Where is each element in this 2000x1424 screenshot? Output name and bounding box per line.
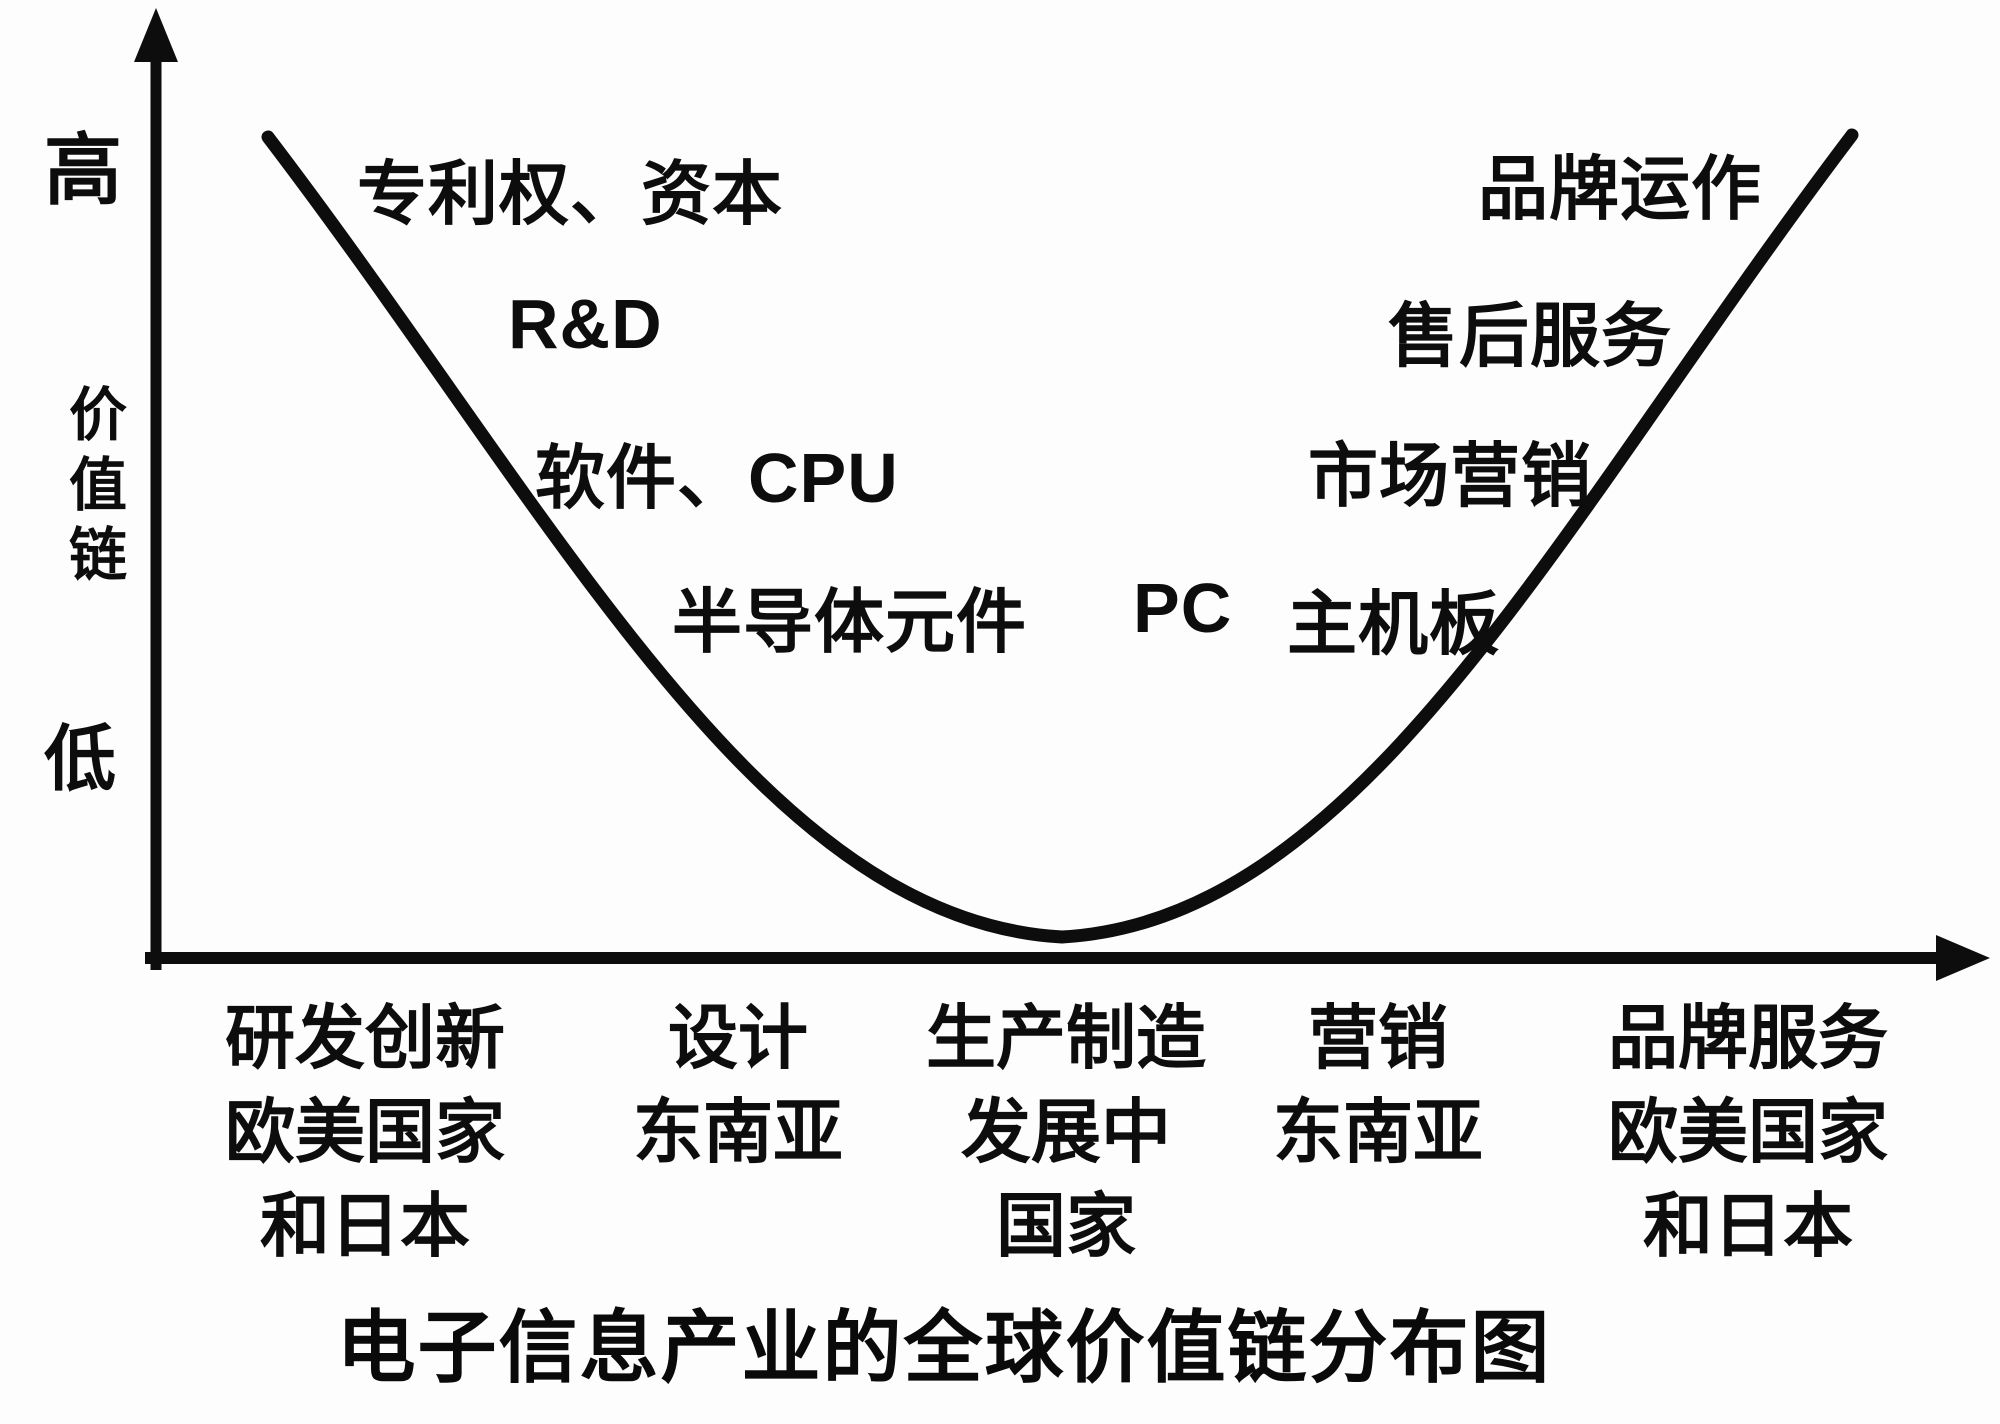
x-category-manufacturing-line-1: 生产制造 [926, 999, 1206, 1077]
x-category-brand-service-line-3: 和日本 [1643, 1187, 1853, 1265]
x-category-design-line-1: 设计 [668, 999, 808, 1077]
y-axis-low-label: 低 [44, 720, 117, 800]
y-axis-title: 价值链 [60, 384, 125, 594]
x-category-sales-line-1: 营销 [1308, 999, 1448, 1077]
x-axis-arrowhead [1936, 935, 1990, 981]
curve-annotation-after-sales-service: 售后服务 [1388, 297, 1672, 375]
curve-annotation-motherboard: 主机板 [1287, 585, 1500, 663]
x-category-manufacturing-line-3: 国家 [996, 1187, 1136, 1265]
x-category-rd-innovation-line-2: 欧美国家 [225, 1093, 505, 1171]
curve-annotation-marketing: 市场营销 [1308, 437, 1592, 515]
x-category-rd-innovation-line-1: 研发创新 [225, 999, 505, 1077]
x-category-rd-innovation-line-3: 和日本 [260, 1187, 470, 1265]
y-axis-arrowhead [134, 8, 178, 62]
smile-curve [261, 128, 1859, 944]
x-category-design-line-2: 东南亚 [633, 1093, 843, 1171]
curve-annotation-semiconductor-components: 半导体元件 [672, 583, 1027, 661]
curve-annotation-brand-operation: 品牌运作 [1478, 150, 1762, 228]
x-category-brand-service-line-1: 品牌服务 [1608, 999, 1888, 1077]
curve-annotation-rnd: R&D [508, 285, 663, 363]
curve-annotation-pc: PC [1133, 569, 1233, 647]
y-axis-high-label: 高 [44, 126, 123, 214]
curve-annotation-software-cpu: 软件、CPU [535, 439, 899, 517]
x-category-sales-line-2: 东南亚 [1273, 1093, 1483, 1171]
x-category-brand-service-line-2: 欧美国家 [1608, 1093, 1888, 1171]
diagram-title: 电子信息产业的全球价值链分布图 [336, 1303, 1552, 1392]
x-category-manufacturing-line-2: 发展中 [961, 1093, 1171, 1171]
curve-annotation-patents-capital: 专利权、资本 [357, 155, 783, 233]
